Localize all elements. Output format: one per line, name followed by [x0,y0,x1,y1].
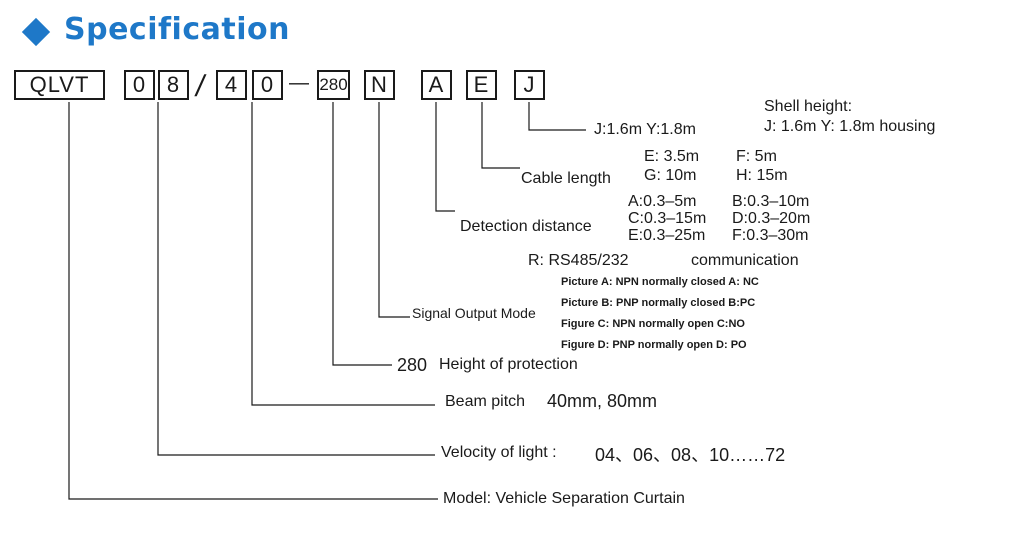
code-box-pitch-1: 4 [216,70,247,100]
signal-option-d: Figure D: PNP normally open D: PO [561,339,747,351]
cable-option-g: G: 10m [644,167,697,184]
velocity-label: Velocity of light : [441,444,557,461]
signal-option-b: Picture B: PNP normally closed B:PC [561,297,756,309]
shell-height-header: Shell height: [764,98,853,115]
detection-distance-label: Detection distance [460,218,592,235]
connector-signal [378,102,410,318]
detection-option-b: B:0.3–10m [732,193,810,210]
section-title: Specification [64,12,290,47]
detection-option-c: C:0.3–15m [628,210,707,227]
detection-option-e: E:0.3–25m [628,227,706,244]
cable-length-label: Cable length [521,170,611,187]
code-box-pitch-2: 0 [252,70,283,100]
code-box-velocity-2: 8 [158,70,189,100]
signal-option-c: Figure C: NPN normally open C:NO [561,318,745,330]
connector-height [332,102,392,366]
model-label: Model: Vehicle Separation Curtain [443,490,685,507]
shell-height-options: J: 1.6m Y: 1.8m housing [764,118,936,135]
code-box-height: 280 [317,70,350,100]
detection-option-d: D:0.3–20m [732,210,811,227]
connector-cable [481,102,520,169]
connector-velocity [157,102,435,456]
code-box-series: QLVT [14,70,105,100]
beam-pitch-values: 40mm, 80mm [547,391,658,411]
cable-option-e: E: 3.5m [644,148,700,165]
communication-label: communication [691,252,799,269]
communication-option-r: R: RS485/232 [528,252,629,269]
shell-height-inline: J:1.6m Y:1.8m [594,121,696,138]
protection-height-value: 280 [397,355,428,375]
code-box-shell: J [514,70,545,100]
detection-option-a: A:0.3–5m [628,193,697,210]
code-box-signal: N [364,70,395,100]
connector-model [68,102,438,500]
detection-option-f: F:0.3–30m [732,227,809,244]
beam-pitch-label: Beam pitch [445,393,526,410]
cable-option-f: F: 5m [736,148,777,165]
code-box-velocity-1: 0 [124,70,155,100]
connector-beam [251,102,435,406]
signal-output-label: Signal Output Mode [412,305,536,321]
signal-option-a: Picture A: NPN normally closed A: NC [561,276,759,288]
connector-detection [435,102,455,212]
protection-height-label: Height of protection [439,356,578,373]
code-separator-dash: — [289,72,309,94]
cable-option-h: H: 15m [736,167,788,184]
code-box-cable: E [466,70,497,100]
velocity-values: 04、06、08、10……72 [595,445,786,465]
code-box-detection: A [421,70,452,100]
connector-shell [528,102,586,131]
